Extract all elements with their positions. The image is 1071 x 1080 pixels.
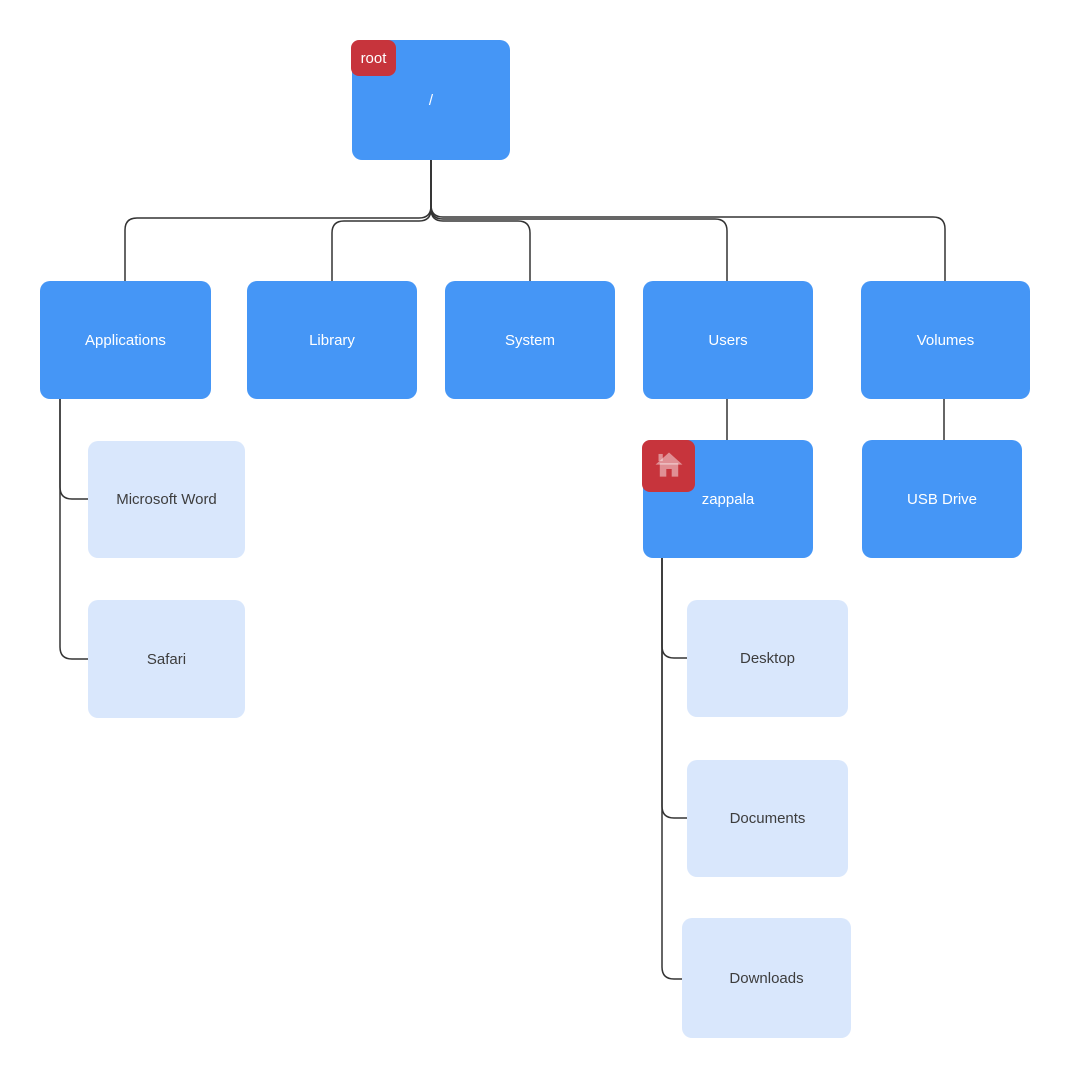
node-desktop: Desktop [687, 600, 848, 717]
edge-root-library [331, 159, 432, 282]
node-documents-label: Documents [729, 810, 806, 827]
node-safari: Safari [88, 600, 245, 718]
node-volumes: Volumes [861, 281, 1030, 399]
node-applications: Applications [40, 281, 211, 399]
node-library: Library [247, 281, 417, 399]
node-applications-label: Applications [85, 331, 166, 349]
home-icon [655, 452, 682, 477]
node-root: root / [351, 40, 510, 160]
edge-zappala-downloads [661, 557, 683, 980]
node-safari-label: Safari [146, 650, 187, 668]
root-badge: root [351, 40, 396, 76]
node-downloads: Downloads [682, 918, 851, 1038]
edge-root-volumes [430, 159, 946, 282]
node-zappala-label: zappala [701, 490, 755, 508]
node-volumes-label: Volumes [916, 331, 975, 349]
node-desktop-label: Desktop [739, 650, 796, 667]
edge-zappala-documents [661, 557, 688, 819]
node-microsoft-word: Microsoft Word [88, 441, 245, 558]
edge-root-system [430, 159, 531, 282]
node-users: Users [643, 281, 813, 399]
edge-applications-safari [59, 398, 89, 660]
node-usb-drive: USB Drive [862, 440, 1022, 558]
root-badge-label: root [360, 49, 387, 67]
node-system-label: System [504, 331, 555, 349]
home-badge [642, 440, 695, 492]
node-microsoft-word-label: Microsoft Word [116, 491, 217, 508]
node-users-label: Users [708, 331, 748, 349]
node-usb-drive-label: USB Drive [906, 490, 977, 508]
node-downloads-label: Downloads [729, 969, 804, 987]
edge-applications-msword [59, 398, 89, 500]
node-zappala: zappala [642, 440, 813, 558]
node-system: System [445, 281, 615, 399]
node-library-label: Library [309, 331, 355, 349]
node-root-label: / [428, 91, 434, 109]
edge-zappala-desktop [661, 557, 688, 659]
node-documents: Documents [687, 760, 848, 877]
